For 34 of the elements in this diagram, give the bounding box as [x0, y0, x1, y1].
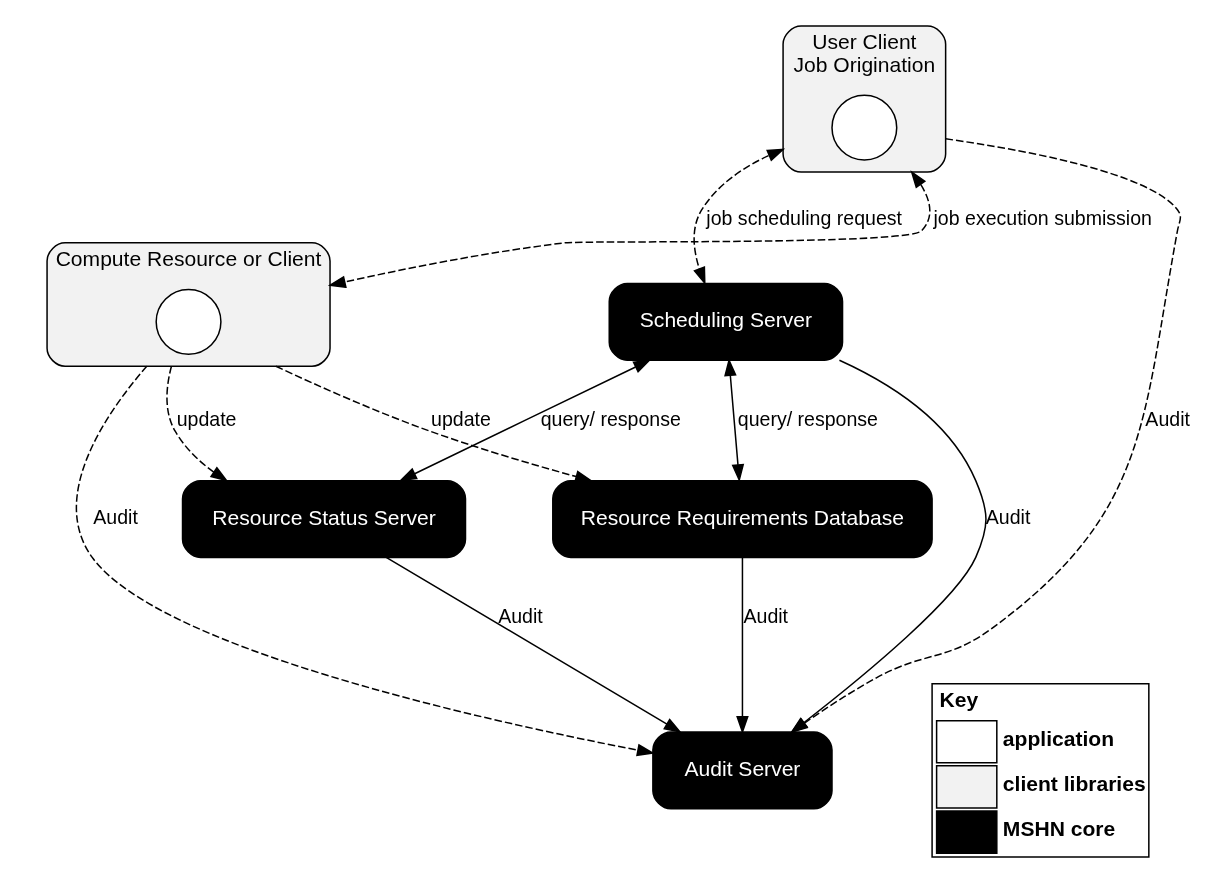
arrow	[789, 138, 1181, 734]
arrow	[327, 170, 931, 288]
node-box: Audit Server	[651, 731, 833, 810]
edge-label: update	[176, 407, 237, 430]
arrow	[274, 365, 593, 483]
node-circle	[830, 94, 897, 161]
edge-label: Audit	[92, 506, 138, 529]
edge-label: Audit	[1144, 407, 1190, 430]
edge-label: Audit	[497, 604, 543, 627]
edge-label: query/ response	[540, 407, 681, 430]
node-circle	[154, 288, 222, 355]
label: Key	[939, 688, 978, 712]
node-label: Job Origination	[793, 52, 935, 76]
arrow	[789, 359, 987, 734]
arrow	[398, 359, 651, 482]
edge-label: Audit	[742, 604, 788, 627]
edge-label: query/ response	[737, 407, 878, 430]
edge-label: job scheduling request	[705, 207, 902, 230]
node-box: Resource Requirements Database	[551, 479, 933, 559]
legend-label: MSHN core	[1002, 817, 1115, 841]
arrow	[735, 556, 749, 735]
node-box: Resource Status Server	[181, 479, 466, 559]
legend-label: application	[1002, 726, 1114, 750]
cluster: Compute Resource or Client	[45, 242, 331, 367]
edge-label: Audit	[985, 506, 1030, 529]
edge-label: update	[430, 407, 491, 430]
arrow	[384, 556, 682, 733]
legend-label: client libraries	[1002, 772, 1146, 796]
arrow	[75, 365, 655, 757]
arrow	[165, 365, 228, 482]
edge-label: job execution submission	[933, 207, 1152, 230]
node-box: Scheduling Server	[608, 282, 843, 361]
arrow	[692, 148, 785, 286]
arrow	[723, 358, 744, 483]
